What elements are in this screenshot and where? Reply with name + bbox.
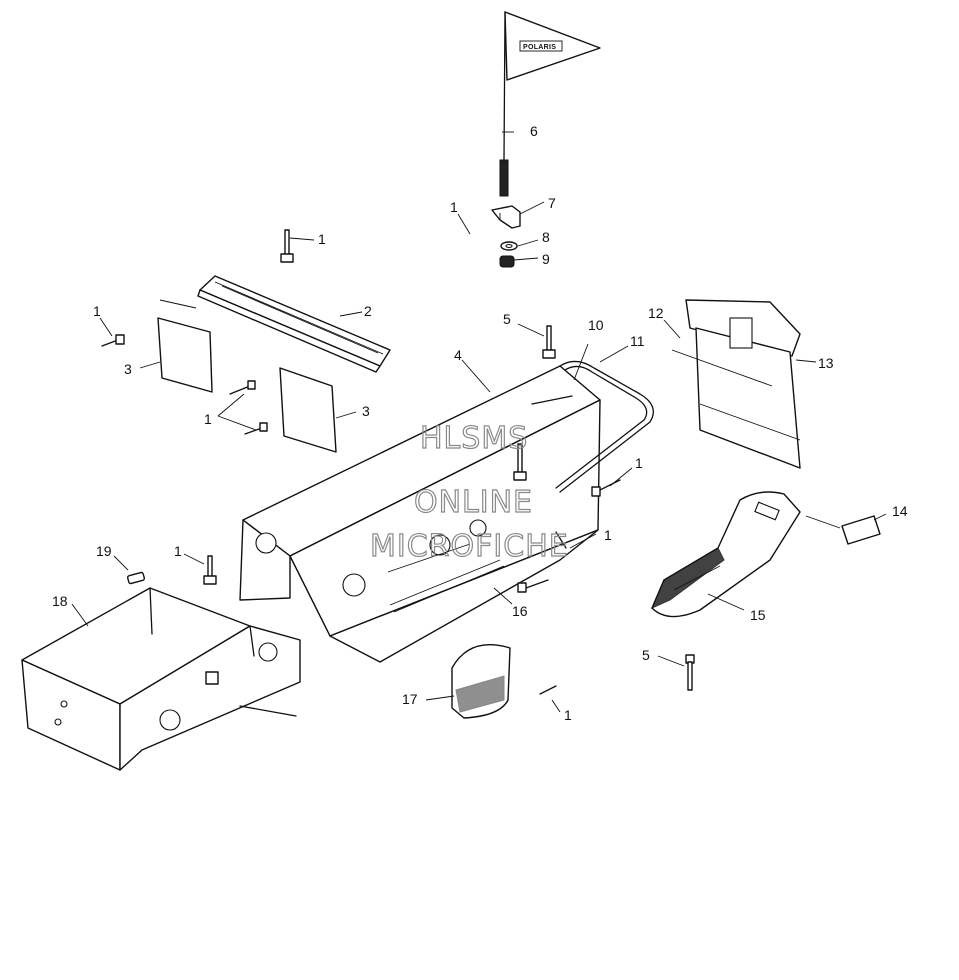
bolt-frame [203,555,217,585]
bolt-upper [280,229,294,263]
callout-16: 16 [512,603,528,619]
safety-flag: POLARIS [499,11,601,197]
svg-text:ONLINE: ONLINE [414,485,533,520]
callout-17: 17 [402,691,418,707]
bolt-left [101,334,125,347]
callout-8: 8 [542,229,550,245]
callout-10: 10 [588,317,604,333]
flag-brand-text: POLARIS [523,44,556,51]
callout-1-bottom: 1 [564,707,572,723]
callout-14: 14 [892,503,908,519]
svg-text:HLSMS: HLSMS [420,421,528,456]
bolt-tunnel-top [542,325,556,359]
callout-13: 13 [818,355,834,371]
bolt-lower [685,654,695,691]
bolt-bottom [539,685,557,695]
heat-shield [451,644,511,719]
callout-labels: 6 7 8 9 1 1 2 1 3 3 1 4 5 10 11 12 13 1 … [52,123,908,723]
callout-2: 2 [364,303,372,319]
tail-housing [651,491,801,618]
bolt-tunnel-side [555,531,567,549]
callout-1-mid: 1 [204,411,212,427]
bushing [126,571,146,585]
callout-18: 18 [52,593,68,609]
svg-text:MICROFICHE: MICROFICHE [370,529,569,564]
snow-flap [671,299,801,469]
callout-1-flag: 1 [450,199,458,215]
flag-mount-hardware [491,205,521,268]
callout-1-left: 1 [93,303,101,319]
leader-lines [71,131,887,713]
front-frame [21,587,301,771]
callout-1-right-lower: 1 [604,527,612,543]
watermark: HLSMS ONLINE MICROFICHE [369,420,569,564]
callout-3-right: 3 [362,403,370,419]
bolt-tunnel-center [513,443,527,481]
tail-lens [841,515,881,545]
bolt-right-upper [591,479,621,497]
rear-bumper [531,360,654,493]
callout-3-left: 3 [124,361,132,377]
cover-plate-left [157,299,213,393]
tunnel-rail [197,275,391,373]
callout-19: 19 [96,543,112,559]
callout-4: 4 [454,347,462,363]
callout-7: 7 [548,195,556,211]
callout-12: 12 [648,305,664,321]
callout-6: 6 [530,123,538,139]
callout-15: 15 [750,607,766,623]
callout-1-right-upper: 1 [635,455,643,471]
tunnel [239,365,601,663]
callout-1-frame: 1 [174,543,182,559]
callout-11: 11 [630,333,645,349]
callout-1-upper: 1 [318,231,326,247]
callout-9: 9 [542,251,550,267]
bolt-right-lower [517,579,549,593]
bolts-mid [229,380,268,435]
callout-5-lower: 5 [642,647,650,663]
callout-5-upper: 5 [503,311,511,327]
cover-plate-right [279,367,337,453]
